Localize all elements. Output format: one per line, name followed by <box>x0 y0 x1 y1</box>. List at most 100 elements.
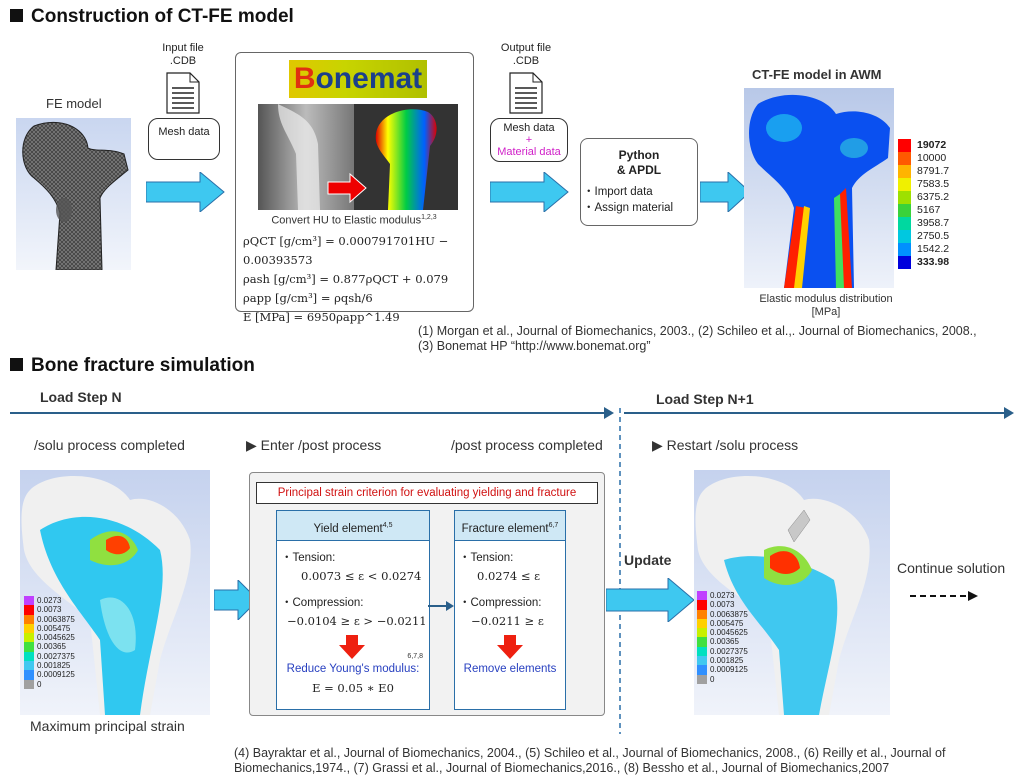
legend-swatch <box>697 656 707 666</box>
legend-swatch <box>898 191 911 204</box>
legend-swatch <box>697 674 707 684</box>
output-data-bubble: Mesh data + Material data <box>490 118 568 162</box>
legend-label: 0 <box>710 674 715 684</box>
legend-label: 333.98 <box>917 256 950 268</box>
legend-swatch <box>24 642 34 652</box>
legend-swatch <box>24 596 34 606</box>
legend-label: 19072 <box>917 139 947 151</box>
legend-label: 1542.2 <box>917 243 950 255</box>
down-arrow-icon <box>339 635 365 659</box>
legend-entry: 0.0063875 <box>24 614 94 624</box>
yield-action-sup: 6,7,8 <box>407 653 423 660</box>
criterion-title: Principal strain criterion for evaluatin… <box>256 482 598 504</box>
legend-label: 6375.2 <box>917 191 950 203</box>
bonemat-equations: ρQCT [g/cm³] = 0.000791701HU − 0.0039357… <box>243 232 471 327</box>
yield-tension-label: ・Tension: <box>281 552 336 564</box>
awm-femur-image <box>744 88 894 288</box>
references-1: (1) Morgan et al., Journal of Biomechani… <box>418 324 977 354</box>
ref-line-4: (4) Bayraktar et al., Journal of Biomech… <box>234 746 946 760</box>
legend-swatch <box>24 623 34 634</box>
legend-swatch <box>697 600 707 610</box>
legend-swatch <box>898 139 911 152</box>
legend-entry: 0.0027375 <box>697 646 767 657</box>
legend-entry: 0.0073 <box>24 605 94 615</box>
continue-solution-label: Continue solution <box>897 560 1006 576</box>
legend-entry: 0.0045625 <box>24 633 94 643</box>
fracture-tension-eq: 0.0274 ≤ ε <box>477 569 541 583</box>
fracture-title-sup: 6,7 <box>548 522 559 529</box>
legend-label: 0.0073 <box>710 600 735 610</box>
legend-swatch <box>697 609 707 619</box>
legend-swatch <box>24 614 34 624</box>
input-file-line2: .CDB <box>169 55 197 67</box>
fracture-title: Fracture element6,7 <box>455 511 565 541</box>
legend-swatch <box>898 230 911 243</box>
legend-label: 0.005475 <box>37 623 71 633</box>
legend-swatch <box>24 633 34 643</box>
python-title-line1: Python <box>618 148 660 162</box>
legend-label: 0.0063875 <box>710 609 748 619</box>
legend-label: 0.0063875 <box>37 614 75 624</box>
legend-label: 0.0045625 <box>37 633 75 643</box>
fracture-title-text: Fracture element <box>461 522 549 535</box>
load-step-n: Load Step N <box>40 389 122 405</box>
legend-entry: 0.0027375 <box>24 651 94 662</box>
bonemat-ct-image <box>258 104 458 210</box>
legend-label: 10000 <box>917 152 947 164</box>
flow-arrow-3 <box>700 172 751 212</box>
legend-swatch <box>24 679 34 689</box>
legend-label: 5167 <box>917 204 941 216</box>
max-strain-label: Maximum principal strain <box>30 718 185 734</box>
legend-entry: 0.0009125 <box>697 665 767 675</box>
legend-label: 0.005475 <box>710 618 744 628</box>
ref-line-5: Biomechanics,1974., (7) Grassi et al., J… <box>234 761 890 775</box>
fracture-compression-eq: −0.0211 ≥ ε <box>471 614 544 628</box>
legend-label: 0.0045625 <box>710 628 748 638</box>
legend-label: 0.0273 <box>37 596 62 605</box>
yield-tension-eq: 0.0073 ≤ ε < 0.0274 <box>301 569 422 583</box>
legend-entry: 2750.5 <box>898 230 968 243</box>
equation-4: E [MPa] = 6950ρapp^1.49 <box>243 310 400 324</box>
restart-solu-label: ▶ Restart /solu process <box>652 437 799 453</box>
legend-swatch <box>24 670 34 680</box>
enter-post-label: ▶ Enter /post process <box>246 437 382 453</box>
legend-label: 3958.7 <box>917 217 950 229</box>
legend-entry: 3958.7 <box>898 217 968 230</box>
post-completed-label: /post process completed <box>451 437 603 453</box>
python-apdl-box: Python & APDL ・Import data ・Assign mater… <box>580 138 698 226</box>
document-icon <box>166 72 200 114</box>
legend-swatch <box>697 646 707 657</box>
legend-entry: 0.00365 <box>697 637 767 647</box>
legend-swatch <box>24 651 34 662</box>
bonemat-logo-rest: onemat <box>315 62 423 95</box>
update-label: Update <box>624 552 672 568</box>
ref-line-1: (1) Morgan et al., Journal of Biomechani… <box>418 324 977 338</box>
input-file-line1: Input file <box>162 42 204 54</box>
legend-label: 8791.7 <box>917 165 950 177</box>
legend-swatch <box>697 665 707 675</box>
python-item-assign: ・Assign material <box>583 202 674 214</box>
fracture-compression-label: ・Compression: <box>459 597 542 609</box>
legend-swatch <box>697 618 707 629</box>
legend-entry: 5167 <box>898 204 968 217</box>
legend-entry: 0.0063875 <box>697 609 767 619</box>
section-title-text: Construction of CT-FE model <box>31 6 294 27</box>
bonemat-caption-text: Convert HU to Elastic modulus <box>271 214 422 227</box>
legend-swatch <box>898 152 911 165</box>
awm-title: CT-FE model in AWM <box>752 67 882 82</box>
elastic-caption: Elastic modulus distribution [MPa] <box>736 293 916 319</box>
strain-femur-image-n <box>20 470 210 715</box>
yield-title-sup: 4,5 <box>382 522 393 529</box>
square-bullet-icon <box>10 358 23 371</box>
yield-compression-eq: −0.0104 ≥ ε > −0.0211 <box>287 614 427 628</box>
elastic-caption-line2: [MPa] <box>811 306 841 318</box>
flow-arrow-4 <box>214 580 259 620</box>
fe-model-femur-image <box>16 118 131 270</box>
flow-arrow-1 <box>146 172 225 212</box>
bonemat-logo-b: B <box>293 62 316 95</box>
section-title-text: Bone fracture simulation <box>31 355 255 376</box>
output-file-line1: Output file <box>500 42 552 54</box>
